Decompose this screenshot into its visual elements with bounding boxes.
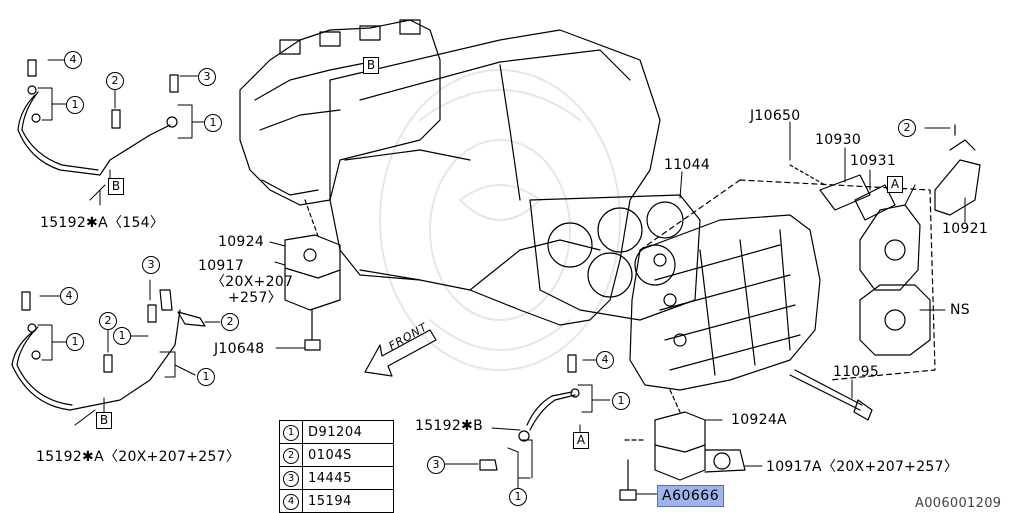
callout-2: 2 — [221, 313, 239, 331]
gasket-10931 — [854, 184, 896, 221]
label-15192b: 15192✱B — [415, 418, 483, 434]
oil-pipe-154 — [17, 59, 179, 176]
label-10917a: 10917A〈20X+207+257〉 — [766, 459, 959, 475]
callout-4: 4 — [60, 287, 78, 305]
ref-box-a: A — [887, 176, 903, 193]
callout-3: 3 — [142, 256, 160, 274]
label-10924: 10924 — [218, 234, 265, 250]
callout-4: 4 — [64, 51, 82, 69]
callout-2: 2 — [99, 312, 117, 330]
label-15192a-20x: 15192✱A〈20X+207+257〉 — [36, 449, 241, 465]
label-10917-line1: 10917 — [198, 258, 245, 274]
label-ns: NS — [950, 302, 970, 318]
ref-box-b: B — [108, 178, 124, 195]
ref-box-a: A — [573, 432, 589, 449]
label-j10648: J10648 — [214, 341, 265, 357]
callout-1: 1 — [197, 368, 215, 386]
highlighted-part-a60666[interactable]: A60666 — [657, 485, 725, 507]
legend-num: 3 — [283, 470, 299, 487]
oil-pipe-20x — [11, 289, 206, 411]
oil-pipe-b — [479, 354, 580, 471]
legend-row: 2 0104S — [279, 443, 394, 467]
sensor-10921 — [934, 124, 981, 216]
oil-control-valve-10917a — [619, 389, 746, 501]
label-10931: 10931 — [850, 153, 897, 169]
legend-table: 1 D91204 2 0104S 3 14445 4 15194 — [279, 420, 394, 513]
legend-num: 2 — [283, 447, 299, 464]
label-j10650: J10650 — [750, 108, 801, 124]
intake-manifold — [239, 19, 441, 206]
figure-id: A006001209 — [915, 496, 1002, 511]
bolt-11095 — [789, 369, 873, 421]
legend-row: 3 14445 — [279, 466, 394, 490]
callout-1: 1 — [66, 333, 84, 351]
label-15192a-154: 15192✱A〈154〉 — [40, 215, 165, 231]
legend-part: 14445 — [302, 466, 394, 490]
legend-row: 1 D91204 — [279, 420, 394, 444]
legend-part: 0104S — [302, 443, 394, 467]
ref-box-b: B — [363, 57, 379, 74]
callout-1: 1 — [113, 327, 131, 345]
legend-part: 15194 — [302, 489, 394, 513]
oil-control-valve-10917 — [284, 199, 341, 351]
callout-1: 1 — [509, 488, 527, 506]
callout-3: 3 — [427, 456, 445, 474]
ref-box-b: B — [96, 412, 112, 429]
callout-4: 4 — [596, 351, 614, 369]
label-11095: 11095 — [833, 364, 880, 380]
plate-10930 — [819, 174, 871, 211]
label-10917-line3: +257〉 — [228, 290, 282, 306]
head-dashed-outline — [639, 179, 936, 381]
label-10924a: 10924A — [731, 412, 787, 428]
callout-1: 1 — [612, 392, 630, 410]
label-11044: 11044 — [664, 157, 711, 173]
head-gasket — [529, 194, 701, 321]
front-arrow — [364, 329, 437, 377]
legend-row: 4 15194 — [279, 489, 394, 513]
label-10917-line2: 〈20X+207 — [211, 274, 294, 290]
callout-1: 1 — [204, 114, 222, 132]
callout-2: 2 — [106, 72, 124, 90]
legend-num: 4 — [283, 493, 299, 510]
legend-num: 1 — [283, 424, 299, 441]
legend-part: D91204 — [302, 420, 394, 444]
label-10930: 10930 — [815, 132, 862, 148]
cylinder-head — [629, 214, 821, 391]
label-10921: 10921 — [942, 221, 989, 237]
callout-2: 2 — [898, 119, 916, 137]
cam-cover — [859, 204, 931, 356]
callout-3: 3 — [198, 68, 216, 86]
leader-lines — [37, 59, 966, 495]
callout-1: 1 — [66, 96, 84, 114]
